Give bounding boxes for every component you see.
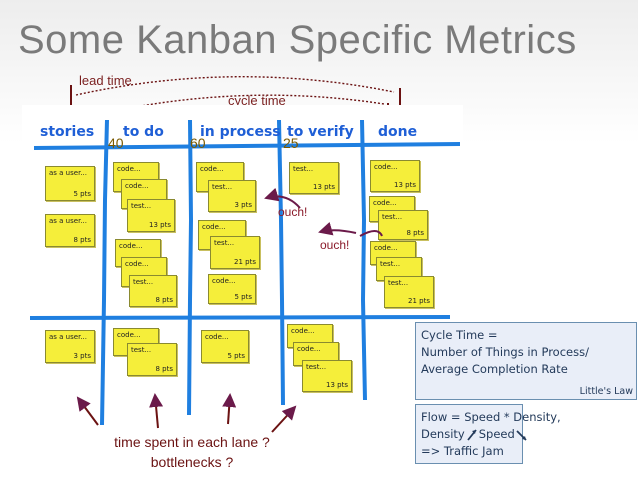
cycle-time-line-3: Average Completion Rate <box>421 362 568 376</box>
speed-label: Speed <box>478 427 515 441</box>
ouch-arrow-2-tail <box>359 230 383 237</box>
sticky-note: test...3 pts <box>208 180 256 212</box>
column-header-to-do: to do <box>123 124 164 140</box>
sticky-note: as a user...8 pts <box>45 214 95 247</box>
sticky-note: code...13 pts <box>370 160 420 192</box>
arrow-down-icon <box>516 429 527 441</box>
ouch-label-1: ouch! <box>278 205 308 219</box>
slide-title: Some Kanban Specific Metrics <box>18 18 577 62</box>
column-line-2 <box>187 119 194 416</box>
sticky-note: test...13 pts <box>289 162 339 194</box>
flow-formula-box: Flow = Speed * Density, Density Speed => … <box>415 404 561 464</box>
littles-law-credit: Little's Law <box>579 386 633 397</box>
ouch-label-2: ouch! <box>320 238 350 252</box>
wip-limit-in-process: 60 <box>190 135 206 151</box>
lane-arrow-to-do <box>149 393 164 429</box>
lane-arrow-in-process <box>222 393 237 425</box>
column-line-4 <box>360 119 367 401</box>
ouch-arrow-1 <box>264 187 301 209</box>
density-label: Density <box>421 427 465 441</box>
sticky-note: code...5 pts <box>201 330 249 363</box>
cycle-time-formula-box: Cycle Time = Number of Things in Process… <box>415 322 637 400</box>
cycle-time-line-1: Cycle Time = <box>421 328 498 342</box>
sticky-note: code...5 pts <box>208 274 256 304</box>
question-bottlenecks: bottlenecks ? <box>150 454 234 470</box>
sticky-note: test...8 pts <box>378 210 428 240</box>
sticky-note: as a user...3 pts <box>45 330 95 363</box>
lane-arrow-stories <box>76 396 99 426</box>
sticky-note: test...21 pts <box>384 276 434 308</box>
column-header-to-verify: to verify <box>287 124 354 140</box>
column-header-in-process: in process <box>200 124 281 140</box>
cycle-time-arc <box>134 94 385 108</box>
column-line-1 <box>100 119 109 426</box>
sticky-note: test...13 pts <box>127 199 175 232</box>
column-header-done: done <box>378 124 418 140</box>
lane-divider-line <box>29 315 451 320</box>
cycle-time-label: cycle time <box>228 93 286 108</box>
sticky-note: as a user...5 pts <box>45 166 95 201</box>
lead-time-arc <box>75 76 395 96</box>
flow-line-3: => Traffic Jam <box>421 444 504 458</box>
sticky-note: test...13 pts <box>302 360 352 392</box>
column-header-stories: stories <box>40 124 95 140</box>
flow-line-1: Flow = Speed * Density, <box>421 410 561 424</box>
flow-line-2: Density Speed <box>421 426 527 443</box>
sticky-note: test...8 pts <box>129 275 177 307</box>
sticky-note: test...8 pts <box>127 343 177 376</box>
cycle-time-line-2: Number of Things in Process/ <box>421 345 589 359</box>
arrow-up-icon <box>467 428 477 441</box>
wip-limit-to-verify: 25 <box>283 135 299 151</box>
question-time-spent: time spent in each lane ? <box>114 434 270 450</box>
lead-time-label: lead time <box>79 73 132 88</box>
sticky-note: test...21 pts <box>210 236 260 269</box>
wip-limit-to-do: 40 <box>108 135 124 151</box>
ouch-arrow-2 <box>318 221 357 236</box>
column-line-3 <box>277 119 285 406</box>
lane-arrow-to-verify <box>271 405 297 433</box>
